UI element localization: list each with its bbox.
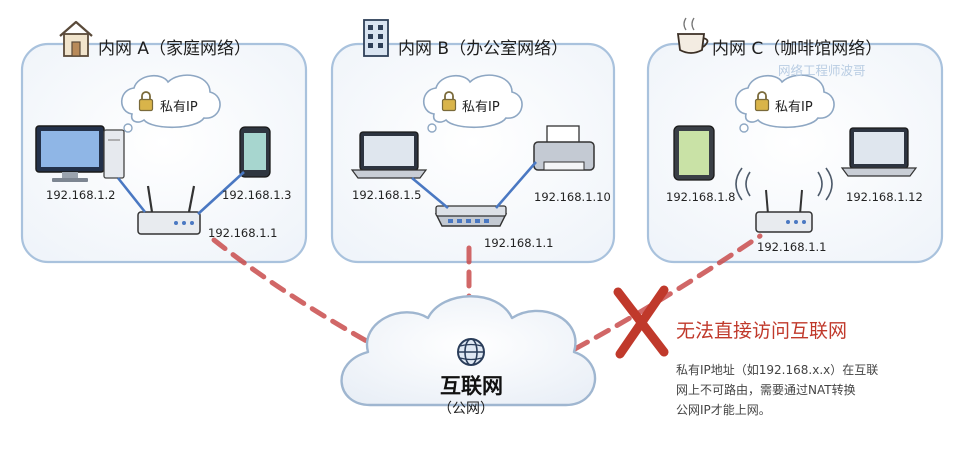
private-ip-bubble [734, 74, 835, 133]
device-ip-laptop-c: 192.168.1.12 [846, 190, 923, 204]
cloud-title: 互联网 [440, 374, 503, 398]
private-ip-label-b: 私有IP [462, 100, 500, 115]
nat-note-line-2: 网上不可路由，需要通过NAT转换 [676, 383, 856, 397]
wifi-router-icon [735, 167, 833, 233]
internet-link-c-blocked [551, 233, 763, 363]
private-ip-bubble [422, 74, 523, 133]
device-ip-laptop-b: 192.168.1.5 [352, 188, 422, 202]
network-box-b [330, 42, 616, 264]
globe-icon [457, 338, 485, 366]
nat-note-line-1: 私有IP地址（如192.168.x.x）在互联 [676, 363, 879, 377]
tablet-icon [673, 125, 715, 181]
private-ip-label-a: 私有IP [160, 100, 198, 115]
network-box-c [646, 42, 944, 264]
device-ip-router-a: 192.168.1.1 [208, 226, 278, 240]
device-ip-router-c: 192.168.1.1 [757, 240, 827, 254]
network-b-title: 内网 B（办公室网络） [398, 39, 569, 59]
lock-icon [441, 91, 457, 112]
printer-icon [533, 125, 595, 171]
house-icon [59, 20, 93, 57]
network-c-title: 内网 C（咖啡馆网络） [712, 39, 883, 59]
blocked-cross-icon [613, 285, 669, 359]
nat-note-line-3: 公网IP才能上网。 [676, 403, 771, 417]
laptop-icon [840, 127, 918, 177]
smartphone-icon [239, 126, 271, 178]
device-ip-printer-b: 192.168.1.10 [534, 190, 611, 204]
lan-links-a [116, 171, 245, 215]
watermark: 网络工程师波哥 [778, 63, 866, 78]
wifi-router-icon [137, 185, 201, 235]
desktop-computer-icon [35, 125, 125, 182]
lan-links-b [411, 161, 537, 209]
blocked-label: 无法直接访问互联网 [676, 320, 848, 342]
coffee-cup-icon [676, 17, 709, 54]
network-a-title: 内网 A（家庭网络） [98, 39, 252, 59]
network-box-a [20, 42, 308, 264]
device-ip-desktop-a: 192.168.1.2 [46, 188, 116, 202]
lock-icon [138, 91, 154, 112]
office-building-icon [363, 19, 389, 57]
lock-icon [754, 91, 770, 112]
network-switch-icon [434, 205, 508, 227]
device-ip-phone-a: 192.168.1.3 [222, 188, 292, 202]
private-ip-bubble [120, 74, 221, 133]
private-ip-label-c: 私有IP [775, 100, 813, 115]
device-ip-tablet-c: 192.168.1.8 [666, 190, 736, 204]
laptop-icon [350, 131, 428, 179]
cloud-subtitle: （公网） [438, 401, 494, 417]
device-ip-switch-b: 192.168.1.1 [484, 236, 554, 250]
